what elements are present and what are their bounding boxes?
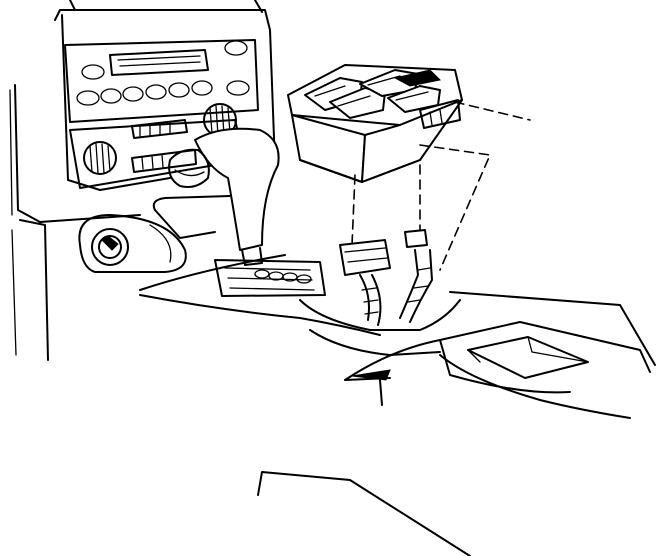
radio-preset-buttons [76,40,250,106]
window-switch-buttons [304,69,441,119]
center-console [139,195,656,419]
fan-knob [83,141,117,175]
power-window-switch [287,64,531,183]
shift-gate-indicators [254,269,312,284]
lower-trim [257,471,471,556]
gear-shifter [168,127,280,266]
center-console-storage [439,321,651,394]
wiring-connector [339,229,433,326]
radio-unit [64,39,259,123]
cigarette-lighter [78,214,187,273]
alignment-lines [351,144,492,271]
